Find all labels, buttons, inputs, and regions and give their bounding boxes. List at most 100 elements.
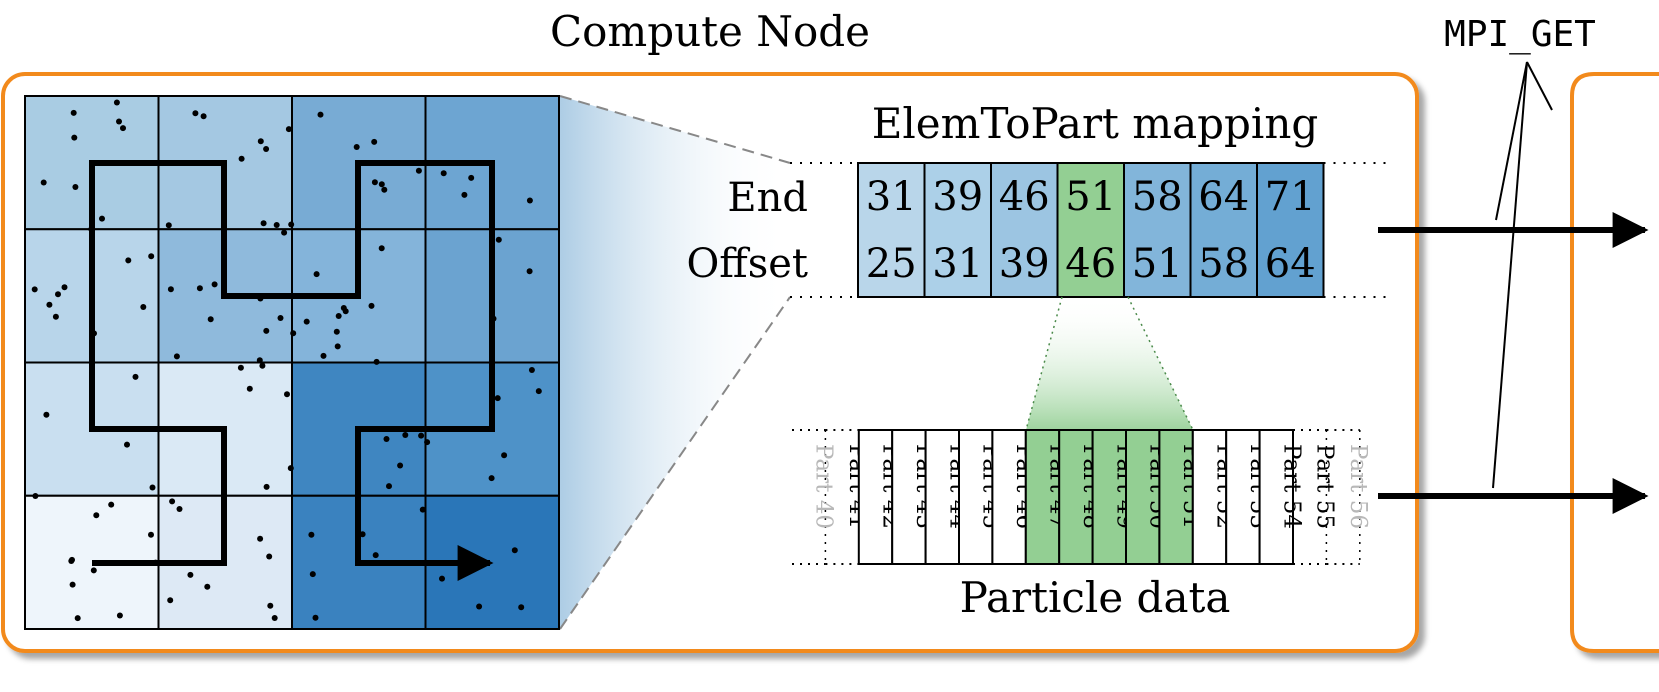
particle-dot xyxy=(528,367,535,373)
mapping-offset-value: 58 xyxy=(1198,241,1249,287)
particle-dot xyxy=(397,462,404,469)
mapping-column xyxy=(1056,162,1125,298)
particle-dot xyxy=(285,126,292,133)
particle-dot xyxy=(61,284,68,291)
particle-dot xyxy=(148,253,155,260)
particle-dot xyxy=(273,222,280,228)
highlight-projection xyxy=(1026,297,1193,430)
particle-dot xyxy=(259,362,266,369)
particle-dot xyxy=(211,281,218,288)
particle-dot xyxy=(526,197,533,204)
particle-dot xyxy=(368,302,375,309)
particle-dot xyxy=(419,506,426,513)
mapping-offset-value: 25 xyxy=(866,241,917,287)
particle-dot xyxy=(46,301,53,308)
particle-cell xyxy=(1158,429,1194,565)
particle-dot xyxy=(402,432,409,438)
particle-dot xyxy=(176,506,183,512)
mapping-offset-value: 39 xyxy=(999,241,1050,287)
particle-dot xyxy=(260,220,267,227)
particle-dot xyxy=(132,373,139,380)
particle-dot xyxy=(284,391,290,398)
mpi-callout-mid xyxy=(1526,61,1553,111)
particle-cell xyxy=(891,429,927,565)
particle-dot xyxy=(381,186,388,193)
particle-dot xyxy=(149,484,156,491)
particle-dot xyxy=(120,125,126,132)
particle-dot xyxy=(281,229,288,236)
mapping-column xyxy=(1256,162,1325,298)
mapping-offset-label: Offset xyxy=(687,241,808,287)
particle-dot xyxy=(277,315,284,321)
particle-dot xyxy=(140,304,147,310)
particle-dot xyxy=(378,245,385,252)
particle-dot xyxy=(256,357,263,364)
particle-dot xyxy=(535,388,542,395)
particle-dot xyxy=(207,316,214,323)
particle-dot xyxy=(116,118,122,125)
particle-dot xyxy=(415,167,422,174)
mapping-end-value: 71 xyxy=(1265,174,1316,220)
mapping-offset-value: 51 xyxy=(1132,241,1183,287)
particle-dot xyxy=(148,531,154,538)
mapping-end-value: 64 xyxy=(1198,174,1249,220)
mesh-grid xyxy=(24,95,560,630)
space-filling-curve xyxy=(89,160,495,581)
mapping-end-value: 46 xyxy=(999,174,1050,220)
particle-dot xyxy=(372,552,379,559)
particle-dot xyxy=(439,575,445,582)
particle-dot xyxy=(312,614,319,621)
mapping-end-value: 39 xyxy=(932,174,983,220)
particle-label: Part 54 xyxy=(1278,444,1304,529)
particle-dot xyxy=(313,271,320,278)
particle-dot xyxy=(196,285,203,292)
particle-label: Part 55 xyxy=(1312,444,1338,529)
particle-dot xyxy=(440,170,447,177)
particle-dot xyxy=(511,547,518,554)
mapping-column xyxy=(1123,162,1192,298)
particle-dot xyxy=(124,441,130,448)
particle-dot xyxy=(476,603,483,610)
particle-dot xyxy=(288,221,295,228)
particle-dot xyxy=(167,597,174,604)
particle-cell xyxy=(1225,429,1261,565)
particle-dot xyxy=(378,181,385,188)
mapping-column xyxy=(1189,162,1258,298)
particle-dot xyxy=(167,286,174,293)
mapping-offset-value: 46 xyxy=(1065,241,1116,287)
particle-dot xyxy=(125,257,132,264)
particle-dot xyxy=(70,109,77,116)
particle-dot xyxy=(494,395,501,402)
particle-dot xyxy=(40,179,47,186)
mpi-callout-top xyxy=(1495,61,1528,221)
particle-dot xyxy=(246,385,253,392)
particle-dot xyxy=(169,498,176,505)
particle-dot xyxy=(359,531,366,538)
particle-dot xyxy=(69,581,76,588)
particle-dot xyxy=(173,353,180,360)
mpi-callout-bottom xyxy=(1492,61,1528,489)
mapping-title: ElemToPart mapping xyxy=(872,99,1319,148)
particle-dot xyxy=(116,612,123,619)
mapping-column xyxy=(923,162,992,298)
particle-dot xyxy=(353,144,360,150)
particle-dot xyxy=(113,99,120,106)
particle-dot xyxy=(461,191,468,198)
particle-dot xyxy=(32,493,39,499)
particle-label: Part 56 xyxy=(1345,444,1371,529)
particle-dot xyxy=(267,602,274,609)
mapping-offset-value: 64 xyxy=(1265,241,1316,287)
particle-dot xyxy=(257,138,264,145)
particle-dot xyxy=(192,110,199,117)
particle-dot xyxy=(263,483,270,490)
particle-data-title: Particle data xyxy=(960,573,1231,622)
projection-line-left xyxy=(1025,296,1063,431)
particle-dot xyxy=(165,222,172,229)
mapping-end-value: 58 xyxy=(1132,174,1183,220)
particle-dot xyxy=(99,215,105,222)
particle-dots xyxy=(31,99,542,622)
particle-dot xyxy=(71,134,78,141)
zoom-wedge xyxy=(560,96,790,629)
